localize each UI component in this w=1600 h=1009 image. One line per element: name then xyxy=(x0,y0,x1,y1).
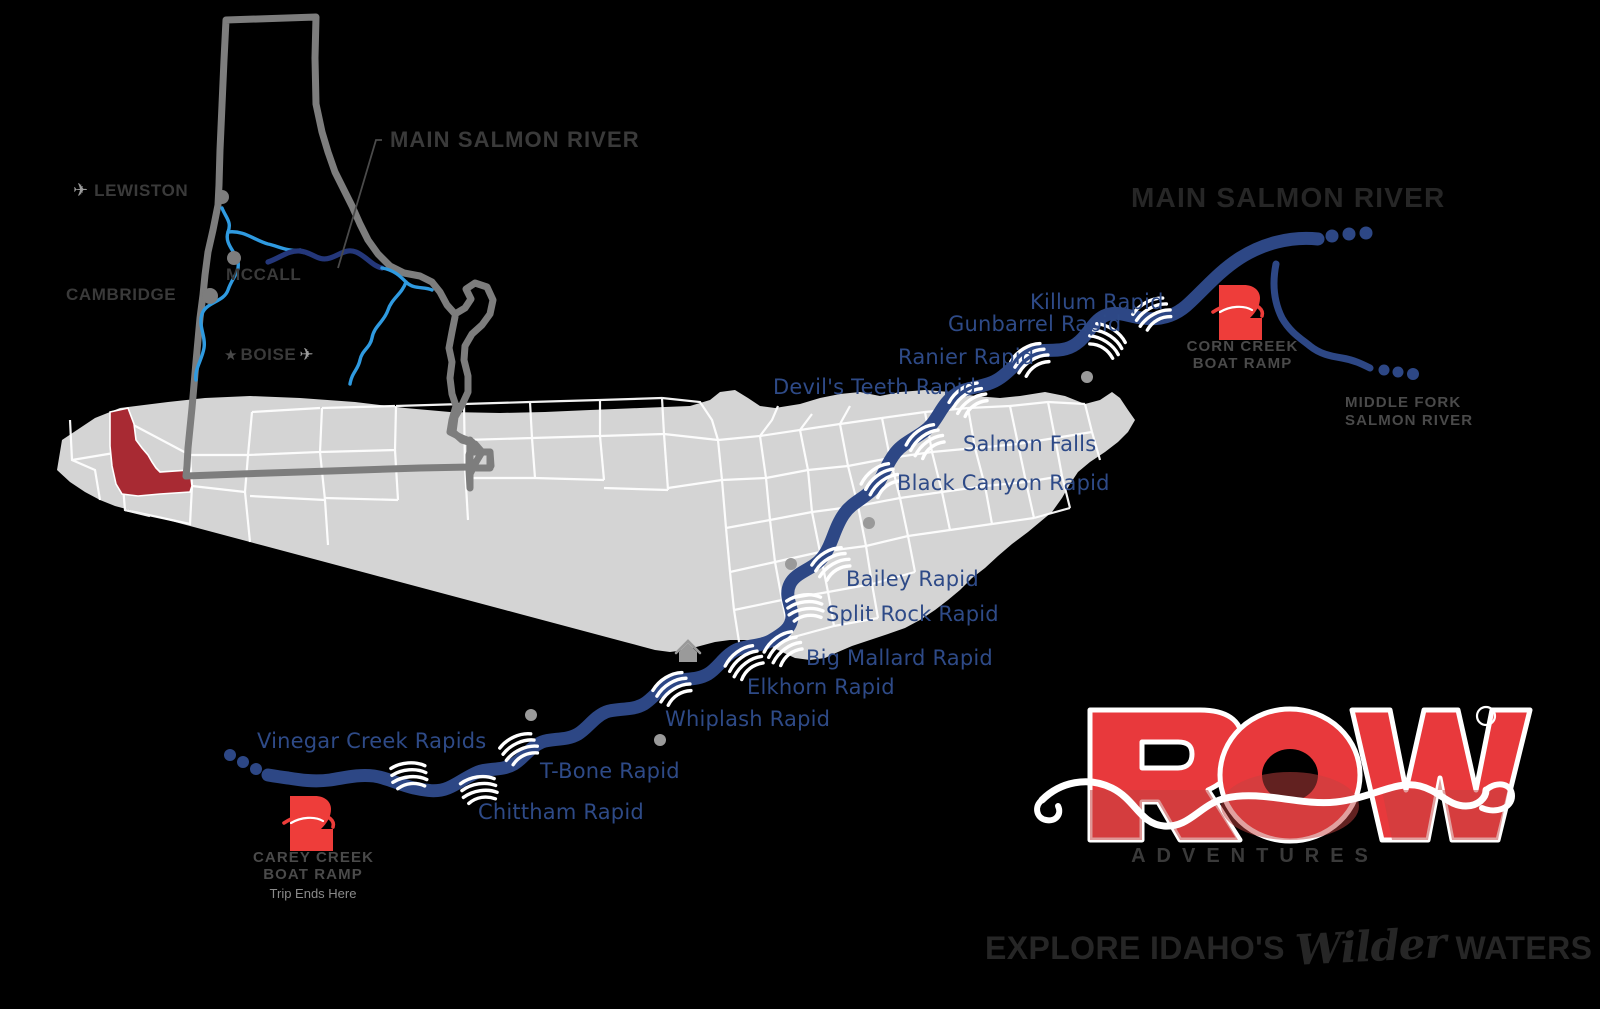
carey-creek-line1: CAREY CREEK xyxy=(253,849,375,866)
main-map-title: MAIN SALMON RIVER xyxy=(1131,182,1446,213)
middle-fork-branch xyxy=(1270,260,1419,380)
river-dot xyxy=(224,749,236,761)
rapid-label-gunbarrel: Gunbarrel Rapid xyxy=(948,312,1122,336)
river-dot xyxy=(1359,226,1373,240)
title-leader-line xyxy=(337,139,382,269)
city-cambridge: CAMBRIDGE xyxy=(66,285,177,304)
carey-creek-note: Trip Ends Here xyxy=(269,885,357,901)
rapid-label-chittham: Chittham Rapid xyxy=(478,800,644,824)
main-salmon-river-route xyxy=(224,226,1373,798)
corn-creek-boat-ramp-label: CORN CREEK BOAT RAMP xyxy=(1185,338,1300,373)
rapid-label-tbone: T-Bone Rapid xyxy=(540,759,680,783)
rapid-label-elkhorn: Elkhorn Rapid xyxy=(747,675,895,699)
logo-subtext: ADVENTURES xyxy=(1131,845,1379,867)
river-dot xyxy=(1378,364,1390,376)
middle-fork-label: MIDDLE FORK SALMON RIVER xyxy=(1345,394,1473,430)
corn-creek-line1: CORN CREEK xyxy=(1186,338,1299,355)
city-boise: ★ BOISE ✈ xyxy=(224,345,314,364)
city-dot-lewiston xyxy=(215,190,229,204)
rapid-label-bailey: Bailey Rapid xyxy=(846,567,979,591)
idaho-inset-rivers xyxy=(193,206,434,386)
lodge-house-icon xyxy=(674,639,702,662)
rapid-label-devils-teeth: Devil's Teeth Rapid xyxy=(773,375,977,399)
city-lewiston: ✈ LEWISTON xyxy=(73,180,189,200)
rapid-label-ranier: Ranier Rapid xyxy=(898,345,1035,369)
star-icon: ★ xyxy=(224,347,238,364)
inset-map-title: MAIN SALMON RIVER xyxy=(390,127,640,152)
camp-markers xyxy=(525,371,1093,746)
river-dot xyxy=(237,756,249,768)
middle-fork-line1: MIDDLE FORK xyxy=(1345,394,1462,411)
rapid-label-black-canyon: Black Canyon Rapid xyxy=(897,471,1110,495)
city-dots xyxy=(202,190,241,304)
river-dot xyxy=(1342,227,1356,241)
rapid-label-killum: Killum Rapid xyxy=(1030,290,1164,314)
airplane-icon: ✈ xyxy=(299,345,314,364)
river-dot xyxy=(1392,366,1404,378)
carey-creek-line2: BOAT RAMP xyxy=(263,866,363,884)
river-dot xyxy=(250,763,262,775)
carey-creek-marker xyxy=(282,796,336,851)
airplane-icon: ✈ xyxy=(73,180,89,200)
tagline-script-word: Wilder xyxy=(1293,918,1447,975)
corn-creek-line2: BOAT RAMP xyxy=(1192,355,1293,373)
rapid-label-whiplash: Whiplash Rapid xyxy=(665,707,831,731)
tagline-suffix: WATERS xyxy=(1455,930,1593,966)
rapid-label-salmon-falls: Salmon Falls xyxy=(963,432,1097,456)
carey-creek-boat-ramp-label: CAREY CREEK BOAT RAMP Trip Ends Here xyxy=(253,849,373,901)
city-dot-mccall xyxy=(227,251,241,265)
corn-creek-marker xyxy=(1211,285,1265,340)
river-dot xyxy=(1407,368,1419,380)
rapid-label-big-mallard: Big Mallard Rapid xyxy=(806,646,993,670)
tagline-prefix: EXPLORE IDAHO'S xyxy=(985,930,1285,966)
rapid-label-split-rock: Split Rock Rapid xyxy=(826,602,999,626)
city-dot-cambridge xyxy=(202,288,218,304)
middle-fork-line2: SALMON RIVER xyxy=(1345,412,1474,429)
city-mccall: MCCALL xyxy=(226,265,302,284)
tagline: EXPLORE IDAHO'S Wilder WATERS xyxy=(985,918,1593,975)
river-dot xyxy=(1325,229,1339,243)
rapid-label-vinegar-creek: Vinegar Creek Rapids xyxy=(257,729,487,753)
row-logo xyxy=(1034,705,1533,844)
